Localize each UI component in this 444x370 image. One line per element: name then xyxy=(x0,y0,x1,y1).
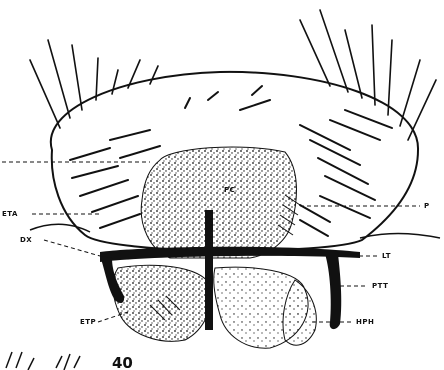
figure-number: 40 xyxy=(112,354,133,370)
vertical-sclerite-bar xyxy=(205,210,213,330)
label-lt: LT xyxy=(382,252,391,260)
lower-left-lobe xyxy=(113,265,211,341)
label-ptt: PTT xyxy=(372,282,388,290)
label-pc: PC xyxy=(224,186,235,194)
label-eta: ETA xyxy=(2,210,18,218)
lower-fold-right xyxy=(360,234,440,239)
label-etp: ETP xyxy=(80,318,96,326)
label-hph: HPH xyxy=(356,318,374,326)
label-p: P xyxy=(424,202,430,210)
right-sclerite-arm xyxy=(325,254,341,329)
horizontal-sclerite-bar xyxy=(100,247,360,262)
label-dx: DX xyxy=(20,236,32,244)
central-plate xyxy=(141,147,296,258)
margin-pen-marks xyxy=(6,352,80,370)
